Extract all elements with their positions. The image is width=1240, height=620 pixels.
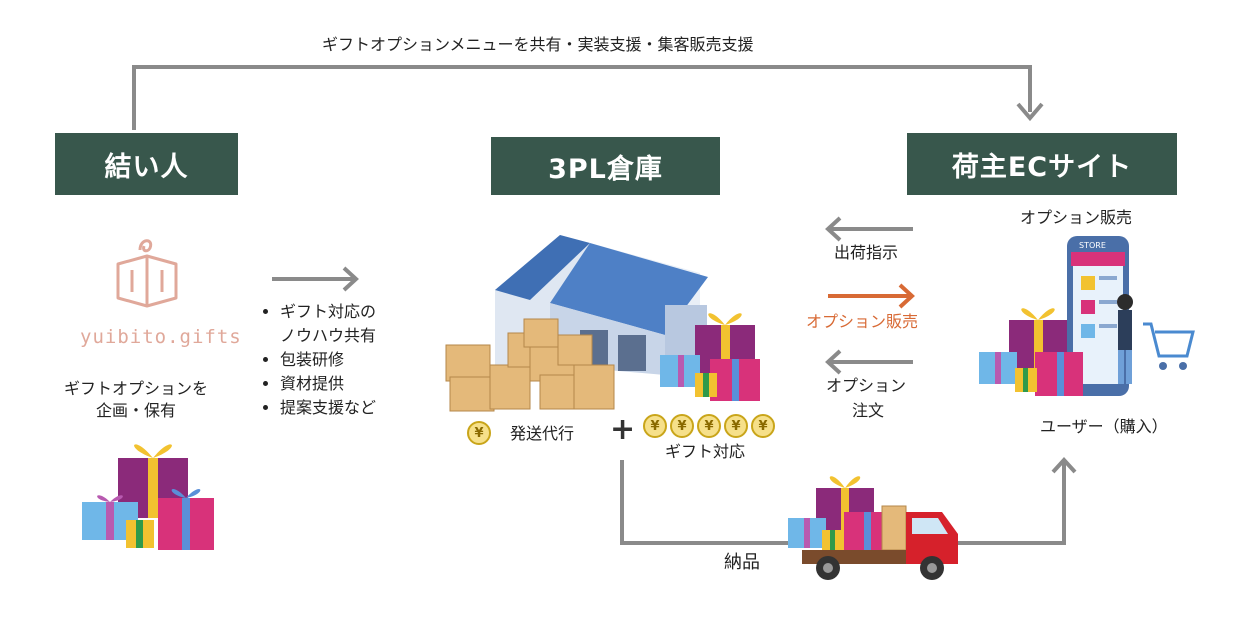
services-item: ノウハウ共有 (280, 326, 377, 345)
user-purchase-label: ユーザー（購入） (1040, 417, 1168, 436)
warehouse-illustration (445, 235, 760, 412)
store-sign-text: STORE (1079, 241, 1106, 250)
option-order-label-line1: オプション (826, 376, 907, 395)
yen-coin-icon: ¥ (670, 414, 694, 438)
services-item: ギフト対応の (280, 300, 376, 324)
option-sale-arrow (828, 283, 915, 309)
node-title-yuibito: 結い人 (55, 133, 238, 195)
plus-sign: + (610, 412, 636, 447)
yen-coin-icon: ¥ (751, 414, 775, 438)
services-list: ギフト対応の ノウハウ共有 包装研修 資材提供 提案支援など (262, 300, 376, 420)
services-item: 資材提供 (280, 372, 376, 396)
option-order-label-line2: 注文 (852, 401, 885, 420)
option-order-arrow (825, 349, 913, 375)
online-store-illustration: STORE (979, 236, 1195, 396)
yuibito-logo-icon (116, 239, 178, 308)
yen-coin-icon: ¥ (724, 414, 748, 438)
gift-handling-label: ギフト対応 (665, 442, 746, 461)
option-sale-flow-label: オプション販売 (806, 312, 919, 331)
left-caption-line1: ギフトオプションを (63, 379, 208, 398)
top-flow-line (132, 65, 1044, 130)
yuibito-logo-text: yuibito.gifts (80, 326, 242, 348)
left-to-services-arrow (272, 266, 359, 292)
yen-coin-icon: ¥ (697, 414, 721, 438)
ship-instruction-arrow (825, 216, 913, 242)
yen-coin-icon: ¥ (467, 421, 491, 445)
gift-boxes-illustration (82, 444, 214, 550)
yen-coin-icon: ¥ (643, 414, 667, 438)
top-flow-label: ギフトオプションメニューを共有・実装支援・集客販売支援 (322, 35, 754, 54)
delivery-truck-illustration (788, 476, 958, 580)
left-caption-line2: 企画・保有 (95, 401, 176, 420)
services-item: 提案支援など (280, 396, 376, 420)
services-item: 包装研修 (280, 348, 376, 372)
right-option-sale-label: オプション販売 (1020, 208, 1133, 227)
delivery-label: 納品 (724, 552, 760, 573)
node-title-3pl-warehouse: 3PL倉庫 (491, 137, 720, 195)
node-title-merchant-ec-site: 荷主ECサイト (907, 133, 1177, 195)
ship-instruction-label: 出荷指示 (834, 243, 899, 262)
shipping-label: 発送代行 (510, 424, 575, 443)
